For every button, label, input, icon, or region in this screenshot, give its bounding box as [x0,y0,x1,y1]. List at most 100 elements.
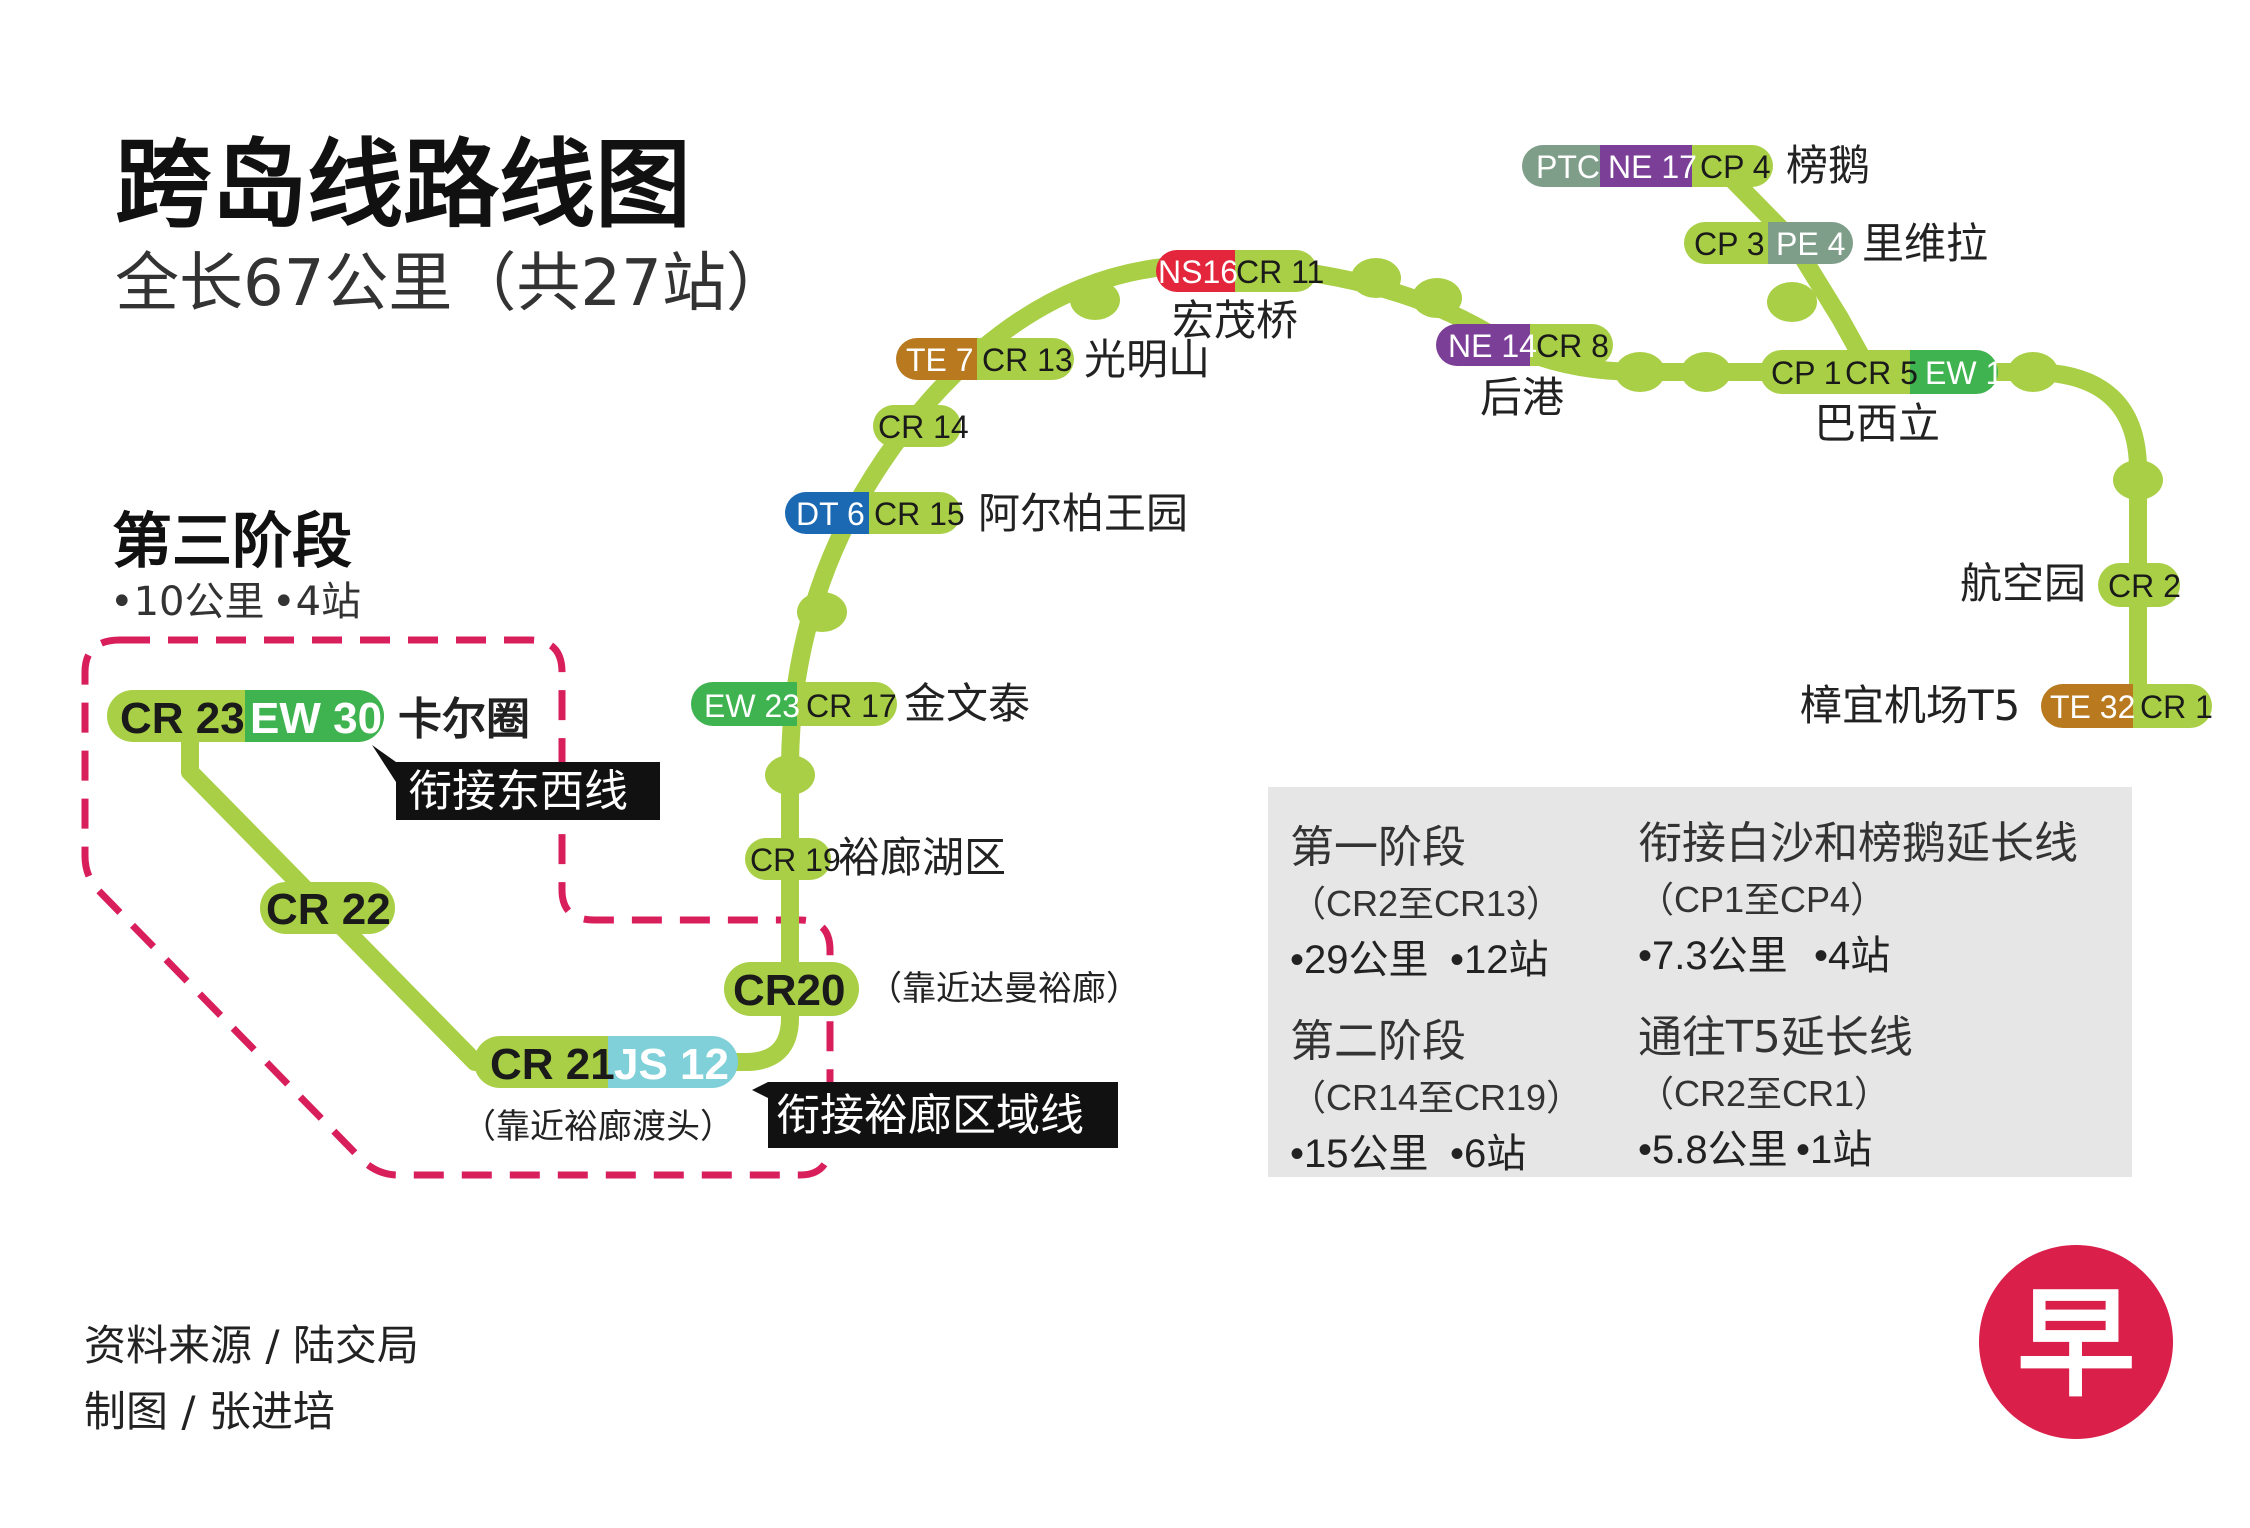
station-code-cp3-bg [1684,222,1768,264]
phase2-range: （CR14至CR19） [1290,1077,1583,1118]
station-cr1[interactable]: TE 32 CR 1 樟宜机场T5 [1800,681,2213,730]
station-code-cp1: CP 1 [1771,355,1842,391]
station-name-cr17: 金文泰 [904,679,1030,728]
station-cr11[interactable]: NS16 CR 11 宏茂桥 [1156,250,1324,345]
station-code-cr14: CR 14 [878,409,969,445]
station-code-ptc: PTC [1536,149,1600,185]
station-code-js12: JS 12 [614,1040,729,1089]
station-code-te32-bg [2041,684,2133,728]
future-station-dot [2008,352,2058,392]
station-code-ptc-bg [1522,145,1600,187]
punggol-ext-title: 衔接白沙和榜鹅延长线 [1638,818,2078,869]
phase1-length: •29公里 [1290,938,1429,982]
station-name-cr5: 巴西立 [1814,399,1940,448]
phase3-stations: •4站 [272,579,361,625]
station-code-cr5: CR 5 [1845,355,1918,391]
station-code-ew30-bg [245,690,384,742]
station-code-cr19-bg [745,838,831,880]
station-cr23[interactable]: CR 23 EW 30 卡尔圈 [107,690,530,745]
future-station-dot [2113,460,2163,500]
phase2-title: 第二阶段 [1290,1016,1466,1067]
station-name-cr23: 卡尔圈 [398,694,530,745]
map-title: 跨岛线路线图 [115,129,691,241]
station-code-cp4-bg [1692,145,1773,187]
station-code-ew1-bg [1910,350,1998,394]
station-code-ew23: EW 23 [704,688,800,724]
station-name-cr19: 裕廊湖区 [838,833,1006,882]
station-code-cr15: CR 15 [874,496,965,532]
station-code-cr11-bg [1235,250,1317,292]
callout-jrl-text: 衔接裕廊区域线 [776,1090,1084,1141]
station-cr14[interactable]: CR 14 [873,405,969,447]
station-code-cr22-bg [260,882,395,934]
station-code-ne14: NE 14 [1448,328,1537,364]
station-cr19[interactable]: CR 19 裕廊湖区 [745,833,1006,882]
station-code-pe4-bg [1768,222,1853,264]
phase1-range: （CR2至CR13） [1290,883,1563,924]
station-name-cr13: 光明山 [1084,335,1210,384]
station-code-cr20-bg [724,962,859,1016]
future-station-dot [1351,258,1401,298]
station-code-js12-bg [608,1036,738,1088]
station-cr13[interactable]: TE 7 CR 13 光明山 [896,335,1210,384]
phase-info-panel: 第一阶段 （CR2至CR13） •29公里 •12站 衔接白沙和榜鹅延长线 （C… [1268,787,2132,1177]
station-code-cp4: CP 4 [1700,149,1771,185]
future-station-dot [1681,352,1731,392]
station-code-cr5-bg [1836,350,1910,394]
station-code-ne17-bg [1600,145,1692,187]
station-code-cr21-bg [474,1036,608,1088]
map-subtitle: 全长67公里（共27站） [115,247,790,321]
callout-ewl: 衔接东西线 [372,745,660,820]
phase2-stations: •6站 [1450,1132,1527,1176]
station-code-cr14-bg [873,405,961,447]
station-code-ne17: NE 17 [1608,149,1697,185]
station-cp4[interactable]: PTC NE 17 CP 4 榜鹅 [1522,141,1870,190]
station-cr22[interactable]: CR 22 [260,882,395,934]
station-name-cp3: 里维拉 [1862,219,1988,268]
station-code-cr23-bg [107,690,245,742]
station-code-cr19: CR 19 [750,842,841,878]
station-code-pe4: PE 4 [1776,226,1845,262]
station-cr15[interactable]: DT 6 CR 15 阿尔柏王园 [785,489,1188,538]
future-station-dot [797,592,847,632]
station-code-ew30: EW 30 [250,694,382,743]
station-cr2[interactable]: CR 2 航空园 [1960,559,2181,608]
station-code-te32: TE 32 [2050,689,2135,725]
future-station-dots [765,258,2163,795]
station-code-ns16: NS16 [1158,254,1238,290]
future-station-dot [765,755,815,795]
station-code-cr22: CR 22 [266,885,391,934]
station-code-cr17-bg [797,682,897,726]
station-name-cr15: 阿尔柏王园 [978,489,1188,538]
station-code-cr2: CR 2 [2108,568,2181,604]
station-cr17[interactable]: EW 23 CR 17 金文泰 [691,679,1030,728]
credit-graphic: 制图 / 张进培 [84,1387,335,1436]
station-code-te7-bg [896,338,977,380]
station-code-cr21: CR 21 [490,1040,615,1089]
station-code-ne14-bg [1436,324,1530,366]
station-cr20[interactable]: CR20 （靠近达曼裕廊） [724,962,1140,1016]
station-name-cr8: 后港 [1480,373,1564,422]
station-code-ew23-bg [691,682,797,726]
station-cr8[interactable]: NE 14 CR 8 后港 [1436,324,1613,422]
station-code-cr17: CR 17 [806,688,897,724]
callout-ewl-text: 衔接东西线 [408,766,628,817]
phase1-stations: •12站 [1450,938,1549,982]
zaobao-logo: 早 [1979,1245,2173,1439]
station-code-te7: TE 7 [906,342,974,378]
station-name-cr11: 宏茂桥 [1172,296,1298,345]
station-cr5[interactable]: CP 1 CR 5 EW 1 巴西立 [1760,350,2003,448]
station-note-cr20: （靠近达曼裕廊） [868,969,1140,1009]
punggol-ext-range: （CP1至CP4） [1638,879,1887,920]
station-code-cr15-bg [869,492,961,534]
station-code-cr13: CR 13 [982,342,1073,378]
station-code-cr20: CR20 [733,966,846,1015]
logo-circle [1979,1245,2173,1439]
crl-punggol-branch [1719,156,1879,381]
future-station-dot [1070,280,1120,320]
station-cr21[interactable]: CR 21 JS 12 （靠近裕廊渡头） [462,1036,738,1147]
station-note-cr21: （靠近裕廊渡头） [462,1107,734,1147]
credit-source: 资料来源 / 陆交局 [84,1321,419,1370]
station-cp3[interactable]: CP 3 PE 4 里维拉 [1684,219,1988,268]
